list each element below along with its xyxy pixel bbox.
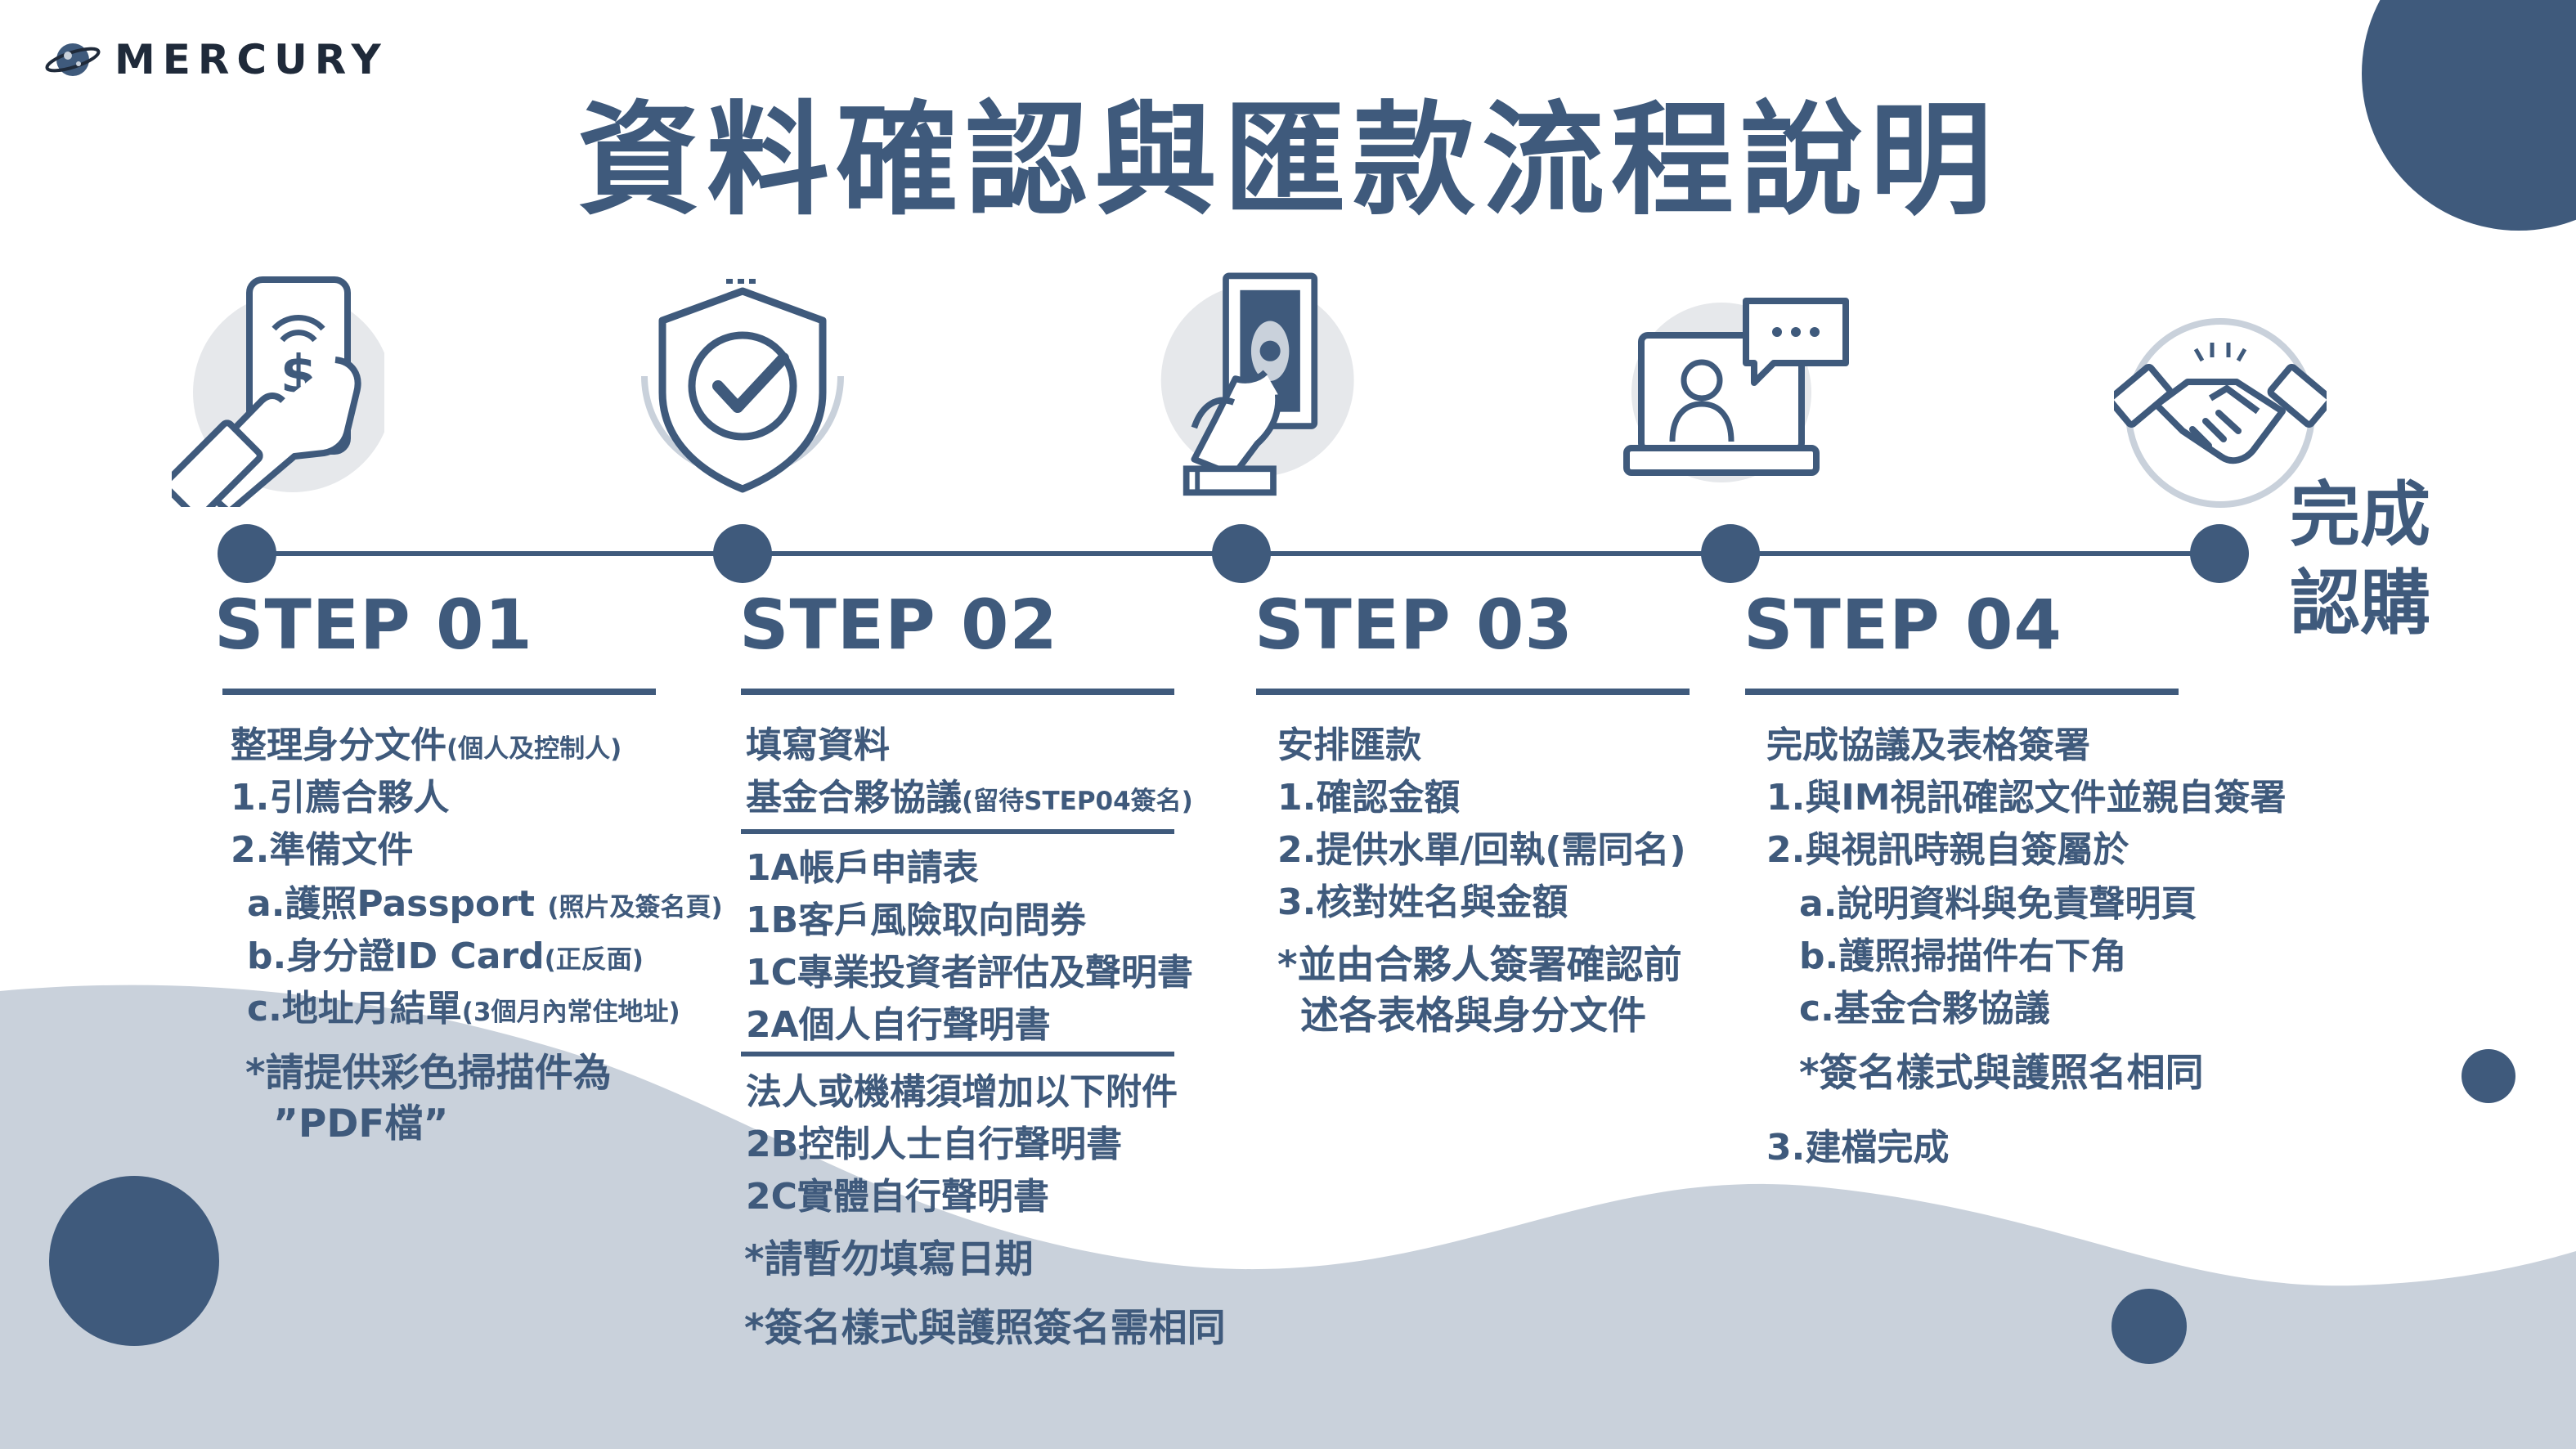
step-04-item: c.基金合夥協議 [1799,988,2050,1030]
step-03-item: 2.提供水單/回執(需同名) [1277,829,1686,871]
step-02-title: STEP 02 [739,585,1058,665]
shield-check-icon [641,279,844,493]
step-03-item: 1.確認金額 [1277,777,1461,819]
page-title: 資料確認與匯款流程說明 [577,90,1999,232]
bottom-left-circle [49,1176,219,1346]
step-03-note: *並由合夥人簽署確認前 [1277,943,1682,988]
step-02-form-item: 2B控制人士自行聲明書 [746,1124,1123,1165]
step-02-heading-2: 基金合夥協議(留待STEP04簽名) [746,777,1193,819]
timeline-dot-step-01 [218,524,276,583]
timeline-dot-step-03 [1212,524,1271,583]
step-02-divider [741,689,1174,695]
step-02-note: *簽名樣式與護照簽名需相同 [744,1306,1226,1351]
brand-name: MERCURY [114,36,388,83]
step-02-form-item: 1B客戶風險取向問券 [746,899,1087,941]
step-03-note: 述各表格與身分文件 [1300,994,1646,1039]
step-03-title: STEP 03 [1254,585,1573,665]
step-04-item: a.說明資料與免責聲明頁 [1799,883,2197,925]
step-01-note: *請提供彩色掃描件為 [245,1051,612,1096]
video-call-icon [1623,298,1849,482]
step-01-item: b.身分證ID Card(正反面) [247,935,644,977]
bottom-wave [0,985,2576,1449]
step-04-title: STEP 04 [1744,585,2062,665]
step-01-divider [222,689,656,695]
timeline-dot-complete [2190,524,2249,583]
timeline-dot-step-02 [713,524,772,583]
step-02-form-item: 2A個人自行聲明書 [746,1004,1051,1046]
step-04-item: 2.與視訊時親自簽屬於 [1766,829,2129,871]
complete-label: 完成 認購 [2290,471,2430,648]
handshake-icon [2114,318,2327,508]
step-02-form-item: 2C實體自行聲明書 [746,1176,1049,1218]
brand-logo: MERCURY [44,36,388,83]
step-04-item: b.護照掃描件右下角 [1799,935,2127,977]
top-right-circle [2362,0,2576,231]
right-side-circle [2462,1049,2515,1103]
step-03-heading: 安排匯款 [1277,724,1421,766]
step-04-heading: 完成協議及表格簽署 [1766,724,2090,766]
step-02-separator [741,829,1174,834]
step-01-note: ”PDF檔” [273,1101,449,1146]
step-04-final-item: 3.建檔完成 [1766,1127,1950,1169]
phone-dollar-icon: $ [172,276,384,507]
hand-money-icon [1160,272,1354,496]
complete-line-2: 認購 [2290,563,2430,644]
timeline-dot-step-04 [1701,524,1760,583]
step-01-heading: 整理身分文件(個人及控制人) [231,724,622,766]
step-04-divider [1745,689,2179,695]
step-02-separator [741,1052,1174,1056]
planet-logo-icon [45,43,101,76]
step-02-heading: 填寫資料 [746,724,890,766]
step-02-form-item: 1A帳戶申請表 [746,847,979,889]
step-03-divider [1256,689,1690,695]
complete-line-1: 完成 [2290,474,2430,556]
step-02-corporate-heading: 法人或機構須增加以下附件 [746,1071,1178,1113]
step-01-item: a.護照Passport (照片及簽名頁) [247,883,723,925]
step-04-note: *簽名樣式與護照名相同 [1799,1051,2204,1096]
step-01-item: c.地址月結單(3個月內常住地址) [247,988,680,1030]
bottom-right-circle [2112,1289,2187,1364]
step-02-form-item: 1C專業投資者評估及聲明書 [746,952,1193,994]
step-01-item: 1.引薦合夥人 [231,777,450,819]
step-01-item: 2.準備文件 [231,829,414,871]
step-04-item: 1.與IM視訊確認文件並親自簽署 [1766,777,2287,819]
step-03-item: 3.核對姓名與金額 [1277,882,1568,923]
step-01-title: STEP 01 [214,585,533,665]
step-02-note: *請暫勿填寫日期 [744,1237,1034,1282]
